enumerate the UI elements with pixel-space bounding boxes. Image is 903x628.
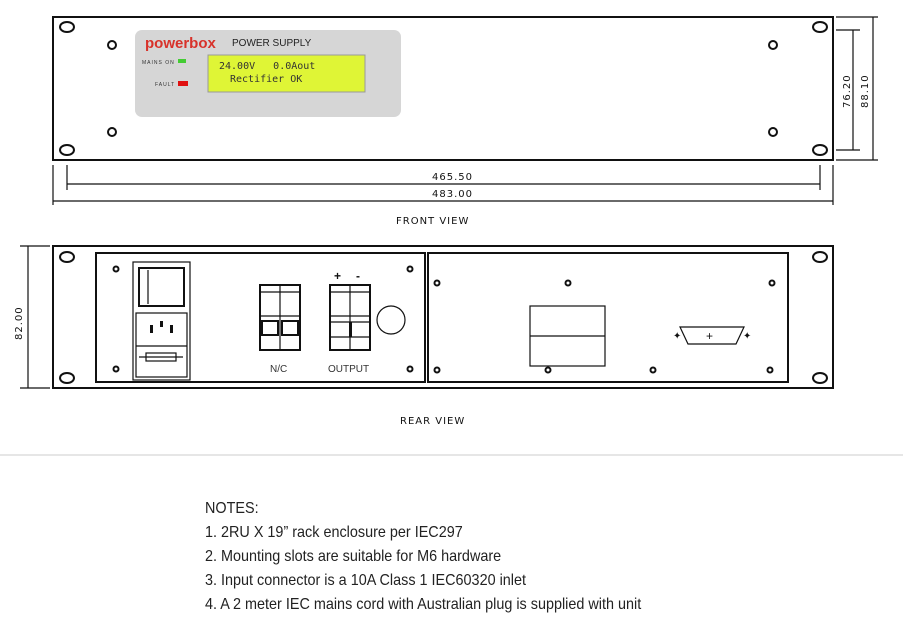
nc-terminal xyxy=(259,284,301,351)
mounting-slot xyxy=(812,21,828,33)
nc-label: N/C xyxy=(270,364,287,375)
power-inlet-module xyxy=(132,261,191,381)
rear-view: + - N/C OUTPUT ✦ ✦ + xyxy=(52,245,834,389)
lcd-line-2: Rectifier OK xyxy=(230,74,302,85)
front-view: powerbox POWER SUPPLY MAINS ON FAULT 24.… xyxy=(52,16,834,161)
rear-view-label: REAR VIEW xyxy=(400,416,465,427)
dim-inner-width: 465.50 xyxy=(432,172,473,183)
mounting-slot xyxy=(812,144,828,156)
mains-on-label: MAINS ON xyxy=(142,60,175,66)
note-item: 4. A 2 meter IEC mains cord with Austral… xyxy=(205,596,642,613)
notes-title: NOTES: xyxy=(205,500,259,517)
mains-led xyxy=(178,59,186,63)
note-item: 1. 2RU X 19” rack enclosure per IEC297 xyxy=(205,524,463,541)
fault-led xyxy=(178,81,188,86)
output-plus-label: + xyxy=(334,269,341,283)
dim-outer-width: 483.00 xyxy=(432,189,473,200)
fault-label: FAULT xyxy=(155,82,175,88)
dsub-plus: + xyxy=(706,329,713,343)
power-switch xyxy=(138,267,185,307)
front-view-label: FRONT VIEW xyxy=(396,216,469,227)
output-minus-label: - xyxy=(356,269,360,283)
output-terminal xyxy=(329,284,371,351)
brand-logo: powerbox xyxy=(145,35,216,52)
lcd-line-1: 24.00V 0.0Aout xyxy=(219,61,315,72)
svg-text:✦: ✦ xyxy=(673,331,681,342)
svg-text:✦: ✦ xyxy=(743,331,751,342)
note-item: 3. Input connector is a 10A Class 1 IEC6… xyxy=(205,572,527,589)
dim-outer-height: 88.10 xyxy=(860,74,871,108)
dim-inner-height: 76.20 xyxy=(842,74,853,108)
mounting-slot xyxy=(59,21,75,33)
mounting-slot xyxy=(59,144,75,156)
note-item: 2. Mounting slots are suitable for M6 ha… xyxy=(205,548,502,565)
lcd-screen xyxy=(207,54,366,93)
rear-dimensions: 82.00 REAR VIEW xyxy=(14,245,465,427)
dsub-connector xyxy=(679,326,745,345)
front-dimensions: 465.50 483.00 76.20 88.10 FRONT VIEW xyxy=(52,16,878,227)
output-label: OUTPUT xyxy=(328,364,369,375)
product-label: POWER SUPPLY xyxy=(232,38,312,49)
round-connector xyxy=(376,305,406,335)
notes: NOTES: 1. 2RU X 19” rack enclosure per I… xyxy=(205,497,641,617)
dim-rear-height: 82.00 xyxy=(14,306,25,340)
